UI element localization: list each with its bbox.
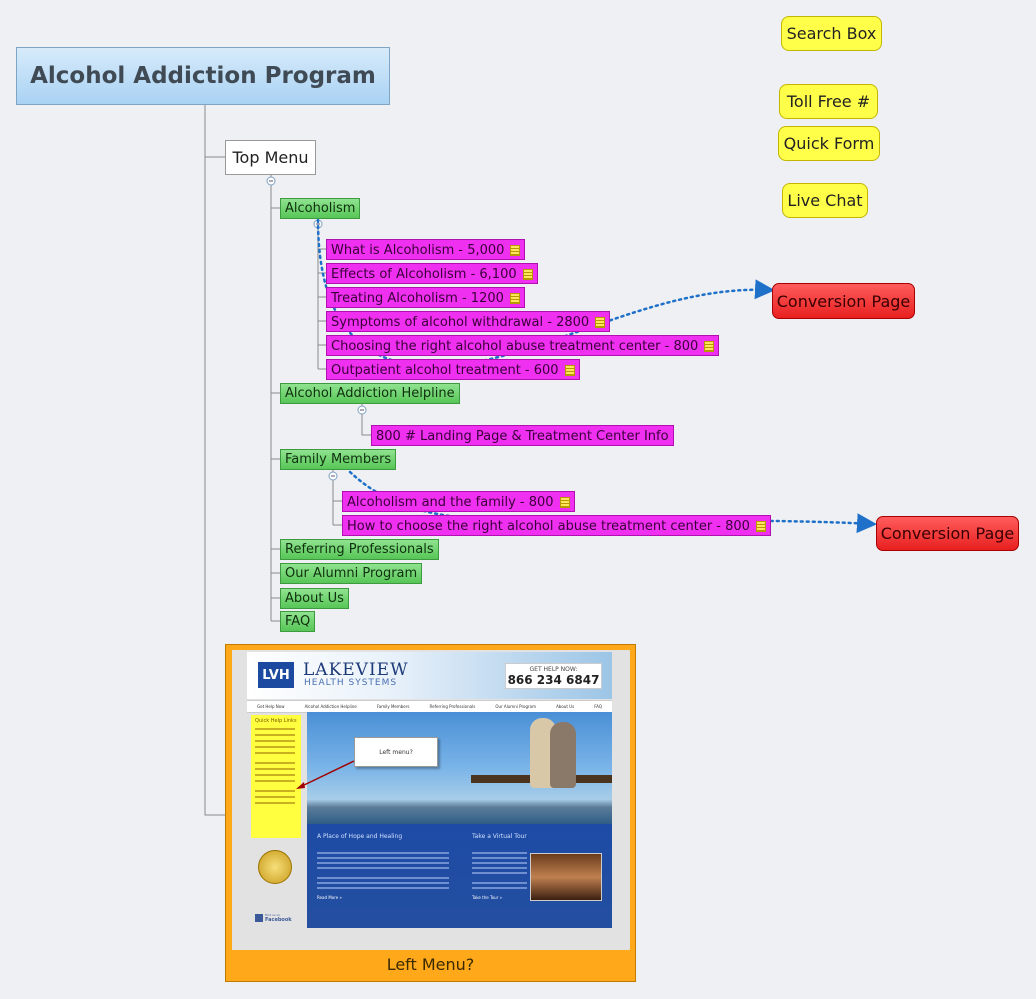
note-icon[interactable] xyxy=(704,341,715,352)
node-alcoholism[interactable]: Alcoholism xyxy=(280,198,361,219)
page-node-800-landing-page[interactable]: 800 # Landing Page & Treatment Center In… xyxy=(371,425,674,446)
page-node-alcoholism-and-family[interactable]: Alcoholism and the family - 800 xyxy=(342,491,575,512)
root-connector xyxy=(204,105,225,816)
node-alcohol-addiction-helpline[interactable]: Alcohol Addiction Helpline xyxy=(280,383,460,404)
box1-title: A Place of Hope and Healing xyxy=(317,833,403,840)
node-label: Choosing the right alcohol abuse treatme… xyxy=(331,339,699,354)
note-label: Live Chat xyxy=(787,191,863,210)
tour-link: Take the Tour » xyxy=(472,895,503,900)
screenshot-caption: Left Menu? xyxy=(386,955,475,974)
node-label: Family Members xyxy=(285,452,392,467)
node-label: About Us xyxy=(285,591,344,606)
quick-help-title: Quick Help Links xyxy=(255,718,297,724)
note-quick-form[interactable]: Quick Form xyxy=(778,126,880,161)
note-search-box[interactable]: Search Box xyxy=(781,16,882,51)
node-label: Alcohol Addiction Helpline xyxy=(285,386,455,401)
node-label: Alcoholism and the family - 800 xyxy=(347,495,554,510)
note-label: Toll Free # xyxy=(786,92,871,111)
note-toll-free[interactable]: Toll Free # xyxy=(779,84,878,119)
phone-number: 866 234 6847 xyxy=(507,673,600,687)
hero-person xyxy=(550,722,576,788)
conversion-label: Conversion Page xyxy=(880,524,1015,543)
node-label: FAQ xyxy=(285,614,311,629)
node-label: Our Alumni Program xyxy=(285,566,418,581)
note-icon[interactable] xyxy=(509,293,520,304)
node-family-members[interactable]: Family Members xyxy=(280,449,397,470)
logo-name: LAKEVIEW xyxy=(303,660,409,680)
top-menu-node[interactable]: Top Menu xyxy=(225,140,316,175)
box2-text: Take the Tour » xyxy=(472,852,527,900)
logo-subtitle: HEALTH SYSTEMS xyxy=(304,678,398,688)
note-label: Search Box xyxy=(786,24,877,43)
root-topic[interactable]: Alcohol Addiction Program xyxy=(16,47,390,105)
page-node-effects-of-alcoholism[interactable]: Effects of Alcoholism - 6,100 xyxy=(326,263,538,284)
site-nav-item: Our Alumni Program xyxy=(495,704,537,709)
conversion-page-node-1[interactable]: Conversion Page xyxy=(772,283,915,319)
site-left-menu: Quick Help Links xyxy=(251,715,301,838)
box2-title: Take a Virtual Tour xyxy=(472,833,527,840)
callout-arrow xyxy=(296,760,355,789)
top-menu-label: Top Menu xyxy=(232,148,309,167)
note-live-chat[interactable]: Live Chat xyxy=(782,183,868,218)
note-icon[interactable] xyxy=(755,521,766,532)
read-more-link: Read More » xyxy=(317,895,342,900)
site-nav-item: Family Members xyxy=(376,704,410,709)
facebook-badge: Find us on Facebook xyxy=(255,912,295,924)
page-node-choosing-treatment-center[interactable]: Choosing the right alcohol abuse treatme… xyxy=(326,335,720,356)
root-title: Alcohol Addiction Program xyxy=(30,63,376,89)
phone-box: GET HELP NOW: 866 234 6847 xyxy=(505,663,602,689)
site-nav-item: FAQ xyxy=(594,704,602,709)
site-logo: LVH xyxy=(258,662,294,688)
site-nav-item: About Us xyxy=(556,704,575,709)
callout-label: Left menu? xyxy=(379,748,413,756)
node-label: Outpatient alcohol treatment - 600 xyxy=(331,363,559,378)
note-icon[interactable] xyxy=(522,269,533,280)
node-referring-professionals[interactable]: Referring Professionals xyxy=(280,539,439,560)
site-nav-item: Referring Professionals xyxy=(429,704,476,709)
page-node-treating-alcoholism[interactable]: Treating Alcoholism - 1200 xyxy=(326,287,525,308)
node-label: Treating Alcoholism - 1200 xyxy=(331,291,504,306)
note-icon[interactable] xyxy=(510,245,521,256)
phone-label: GET HELP NOW: xyxy=(529,666,578,673)
note-icon[interactable] xyxy=(564,365,575,376)
node-label: Effects of Alcoholism - 6,100 xyxy=(331,267,517,282)
node-label: 800 # Landing Page & Treatment Center In… xyxy=(376,429,669,444)
node-label: Alcoholism xyxy=(285,201,356,216)
node-label: Symptoms of alcohol withdrawal - 2800 xyxy=(331,315,590,330)
node-label: What is Alcoholism - 5,000 xyxy=(331,243,505,258)
site-nav-item: Alcohol Addiction Helpline xyxy=(304,704,357,709)
facebook-icon xyxy=(255,914,263,922)
node-our-alumni-program[interactable]: Our Alumni Program xyxy=(280,563,423,584)
page-node-what-is-alcoholism[interactable]: What is Alcoholism - 5,000 xyxy=(326,239,526,260)
page-node-symptoms-withdrawal[interactable]: Symptoms of alcohol withdrawal - 2800 xyxy=(326,311,611,332)
conversion-page-node-2[interactable]: Conversion Page xyxy=(876,516,1019,551)
callout-box: Left menu? xyxy=(354,737,438,767)
note-icon[interactable] xyxy=(595,317,606,328)
box1-text: Read More » xyxy=(317,852,449,900)
facebook-small-text: Find us on xyxy=(265,913,281,917)
page-node-outpatient-treatment[interactable]: Outpatient alcohol treatment - 600 xyxy=(326,359,580,380)
virtual-tour-thumbnail xyxy=(530,853,602,901)
logo-initials: LVH xyxy=(262,667,290,683)
note-label: Quick Form xyxy=(783,134,875,153)
conversion-label: Conversion Page xyxy=(776,291,911,311)
site-nav-item: Get Help Now xyxy=(257,704,285,709)
node-label: Referring Professionals xyxy=(285,542,434,557)
note-icon[interactable] xyxy=(559,497,570,508)
node-about-us[interactable]: About Us xyxy=(280,588,349,609)
node-label: How to choose the right alcohol abuse tr… xyxy=(347,519,750,534)
node-faq[interactable]: FAQ xyxy=(280,611,316,632)
accreditation-seal xyxy=(258,850,292,884)
page-node-how-to-choose-center[interactable]: How to choose the right alcohol abuse tr… xyxy=(342,515,771,536)
facebook-text: Facebook xyxy=(265,917,292,923)
